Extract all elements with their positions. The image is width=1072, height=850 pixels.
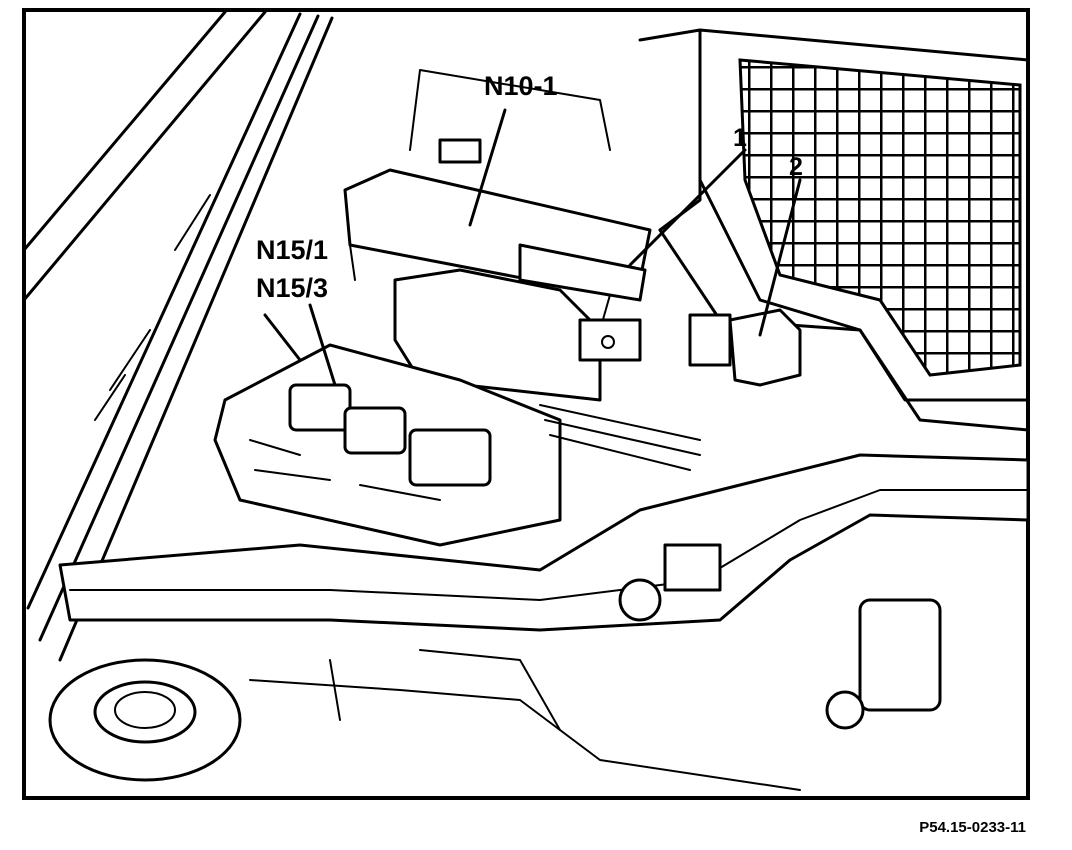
connector-item-2 [688, 308, 802, 387]
control-module-n10-1 [343, 69, 652, 331]
hood-edge [22, 10, 334, 662]
leader-lines [263, 108, 802, 387]
label-item-2: 2 [789, 153, 803, 181]
filler-cap [48, 658, 242, 782]
label-n15-3: N15/3 [256, 273, 328, 303]
strut-mount [618, 543, 942, 730]
label-item-1: 1 [733, 124, 747, 152]
fuse-relay-box-n15 [213, 343, 701, 547]
lower-engine [249, 649, 801, 791]
label-n15-1: N15/1 [256, 235, 328, 265]
figure-reference: P54.15-0233-11 [919, 819, 1026, 836]
label-n10-1: N10-1 [484, 71, 558, 101]
relay-block [393, 268, 642, 402]
